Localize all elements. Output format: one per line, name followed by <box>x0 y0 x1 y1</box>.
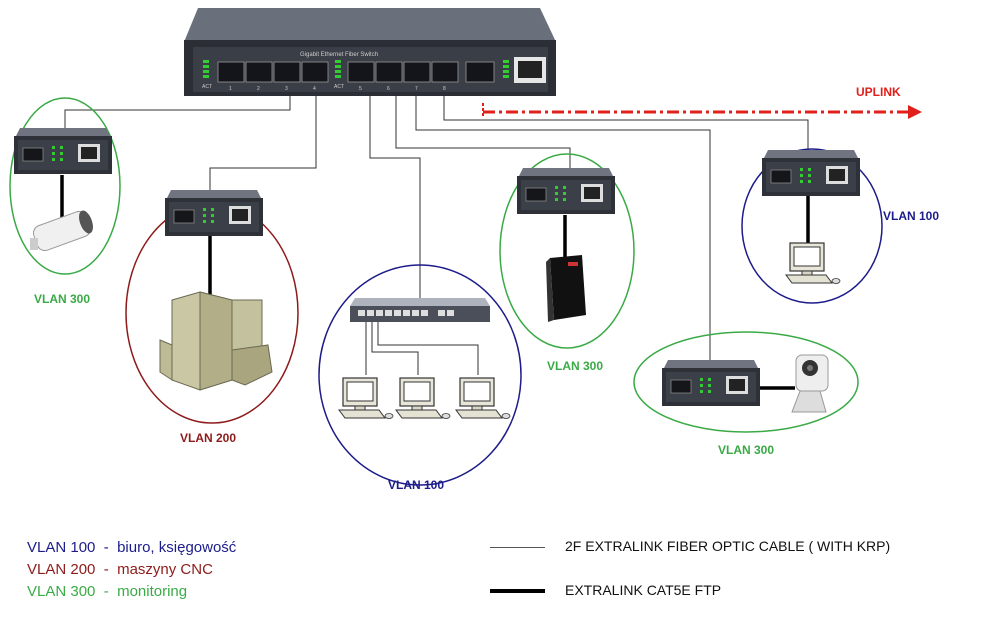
legend-fiber-cable: 2F EXTRALINK FIBER OPTIC CABLE ( WITH KR… <box>490 538 890 554</box>
status-led <box>335 65 341 68</box>
cnc-machine-icon <box>159 291 273 391</box>
fiber-port6 <box>395 85 571 168</box>
fiber-port3 <box>64 85 291 130</box>
port-number-label: 1 <box>229 86 232 92</box>
mini-switch-port <box>412 310 419 316</box>
thin-line-swatch <box>490 546 545 548</box>
fiber-port8 <box>443 85 809 150</box>
legend-cable-label: 2F EXTRALINK FIBER OPTIC CABLE ( WITH KR… <box>565 538 891 554</box>
mini-switch-port <box>421 310 428 316</box>
vlan-legend: VLAN 100 - biuro, księgowość VLAN 200 - … <box>27 537 236 603</box>
sfp-port-8 <box>431 61 459 83</box>
computer-icon <box>338 377 394 420</box>
sfp-port-4 <box>301 61 329 83</box>
status-led <box>335 60 341 63</box>
port-number-label: 5 <box>359 86 362 92</box>
mini-switch-port <box>394 310 401 316</box>
legend-sep: - <box>103 583 109 600</box>
vlan300-zone-camera <box>9 97 121 275</box>
vlan300-zone-webcam <box>633 331 859 433</box>
uplink-arrow-icon <box>908 105 922 119</box>
legend-vlan-name: VLAN 300 <box>27 583 96 600</box>
sfp-port-1 <box>217 61 245 83</box>
computer-icon <box>455 377 511 420</box>
status-led <box>335 70 341 73</box>
mini-switch-port <box>358 310 365 316</box>
port-number-label: 6 <box>387 86 390 92</box>
port-number-label: 4 <box>313 86 316 92</box>
vlan300-zone-router <box>499 153 635 349</box>
bullet-camera-icon <box>30 210 93 252</box>
status-led <box>503 60 509 63</box>
sfp-port-7 <box>403 61 431 83</box>
mini-switch-port <box>447 310 454 316</box>
legend-vlan100: VLAN 100 - biuro, księgowość <box>27 537 236 559</box>
vlan-label: VLAN 300 <box>34 292 90 306</box>
legend-cable-label: EXTRALINK CAT5E FTP <box>565 582 722 598</box>
computer-icon <box>395 377 451 420</box>
mini-switch-port <box>367 310 374 316</box>
legend-vlan-desc: maszyny CNC <box>117 561 213 578</box>
mini-switch-port <box>385 310 392 316</box>
vlan-label: VLAN 300 <box>718 443 774 457</box>
legend-vlan-name: VLAN 200 <box>27 561 96 578</box>
vlan100-zone-pc <box>741 148 883 304</box>
sfp-port-5 <box>347 61 375 83</box>
legend-sep: - <box>103 539 109 556</box>
vlan-label: VLAN 200 <box>180 431 236 445</box>
port-number-label: 7 <box>415 86 418 92</box>
legend-cat5e-cable: EXTRALINK CAT5E FTP <box>490 582 721 598</box>
computer-icon <box>785 242 841 285</box>
fiber-port5 <box>369 85 421 300</box>
vlan-label: VLAN 100 <box>388 478 444 492</box>
mini-switch-port <box>438 310 445 316</box>
port-number-label: 8 <box>443 86 446 92</box>
fiber-port7 <box>415 85 711 360</box>
mini-switch-port <box>376 310 383 316</box>
vlan-label: VLAN 300 <box>547 359 603 373</box>
media-converter <box>661 359 761 407</box>
media-converter <box>13 127 113 175</box>
status-led <box>203 75 209 78</box>
legend-vlan300: VLAN 300 - monitoring <box>27 581 236 603</box>
status-led <box>203 60 209 63</box>
vlan100-zone-office <box>318 264 522 486</box>
fiber-cables <box>64 85 809 360</box>
sfp-port-3 <box>273 61 301 83</box>
fiber-switch: Gigabit Ethernet Fiber Switch 1 2 3 4 5 6 7 8 A… <box>184 8 556 96</box>
status-led <box>203 70 209 73</box>
status-led <box>503 70 509 73</box>
legend-vlan200: VLAN 200 - maszyny CNC <box>27 559 236 581</box>
legend-vlan-desc: monitoring <box>117 583 188 600</box>
media-converter <box>164 189 264 237</box>
fiber-port4 <box>209 85 317 190</box>
legend-vlan-desc: biuro, księgowość <box>117 539 237 556</box>
legend-vlan-name: VLAN 100 <box>27 539 96 556</box>
webcam-icon <box>791 354 829 413</box>
ethernet-switch-icon <box>350 298 490 322</box>
status-led <box>203 65 209 68</box>
uplink-label: UPLINK <box>856 85 901 99</box>
media-converter <box>761 149 861 197</box>
act-label: ACT <box>334 84 344 90</box>
status-led <box>335 75 341 78</box>
act-label: ACT <box>202 84 212 90</box>
router-icon <box>546 255 586 322</box>
switch-label: Gigabit Ethernet Fiber Switch <box>300 52 378 58</box>
mini-switch-port <box>403 310 410 316</box>
status-led <box>503 75 509 78</box>
vlan-label: VLAN 100 <box>883 209 939 223</box>
port-number-label: 2 <box>257 86 260 92</box>
port-number-label: 3 <box>285 86 288 92</box>
status-led <box>503 65 509 68</box>
media-converter <box>516 167 616 215</box>
sfp-uplink-port <box>465 61 495 83</box>
sfp-port-2 <box>245 61 273 83</box>
legend-sep: - <box>103 561 109 578</box>
sfp-port-6 <box>375 61 403 83</box>
thick-line-swatch <box>490 589 545 594</box>
